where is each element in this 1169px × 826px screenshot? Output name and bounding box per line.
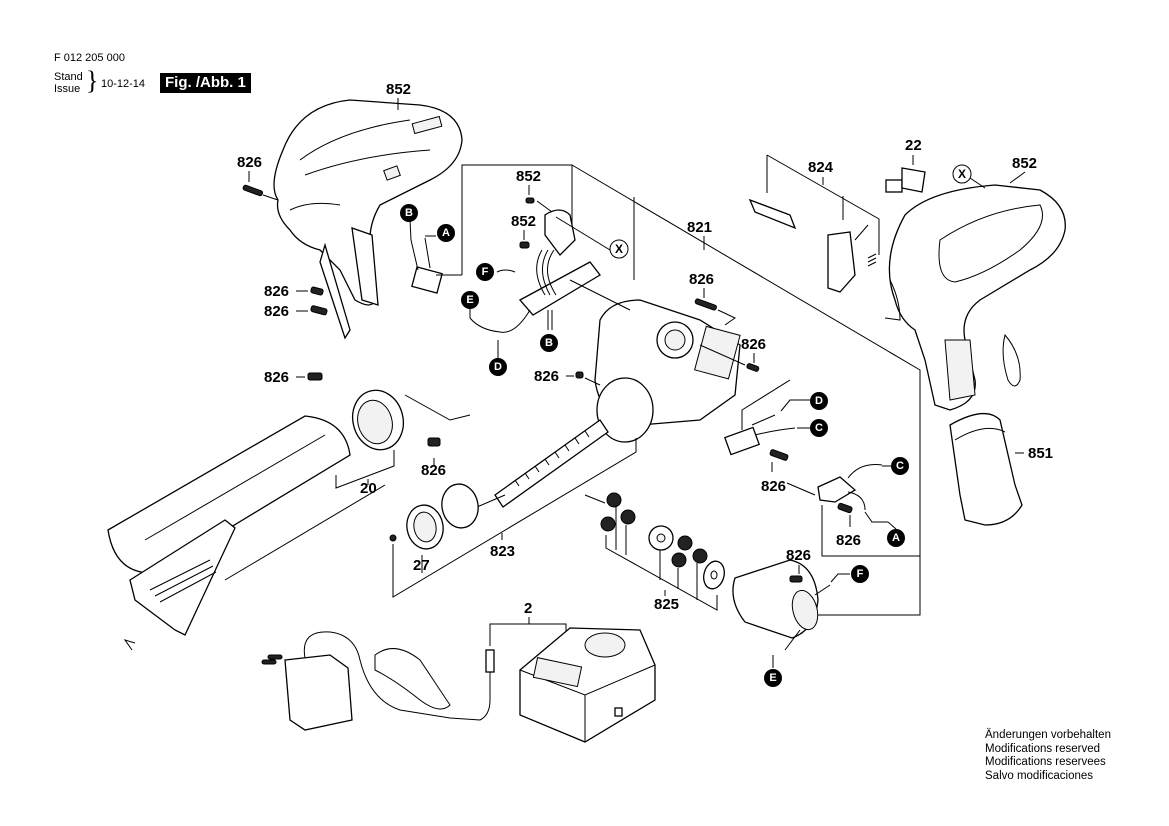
screw-icon [789,575,803,583]
svg-text:F: F [482,266,489,278]
screw-icon [837,502,853,514]
wrist-strap-part [1002,333,1021,387]
circuit-board-part[interactable] [469,209,601,333]
nut-icon [389,534,397,542]
notice-line-es: Salvo modificaciones [985,769,1094,782]
screw-icon [769,449,789,461]
svg-text:B: B [545,337,553,349]
svg-text:C: C [896,460,904,472]
connector-x-right: X [952,164,972,184]
screw-icon [307,372,323,381]
connector-e-right: E [764,669,782,687]
direction-switch-part[interactable] [817,464,883,511]
gearbox-part[interactable] [569,279,741,443]
planetary-gear-set-part[interactable] [600,492,727,591]
connector-c-upper: C [810,419,828,437]
left-housing-part[interactable] [273,99,463,340]
motor-part[interactable] [732,559,831,651]
switch-actuator-part[interactable] [748,198,877,293]
svg-text:B: B [405,207,413,219]
label-826-gearbox-top: 826 [689,271,714,288]
screw-icon [746,363,760,372]
connector-a-right: A [887,529,905,547]
screw-icon [575,371,584,379]
label-825-gears: 825 [654,596,679,613]
label-826-motor: 826 [786,547,811,564]
charging-station-part[interactable] [519,627,656,743]
svg-text:F: F [857,568,864,580]
clip-part[interactable] [885,167,926,193]
label-821-bracket: 821 [687,219,712,236]
screw-icon [694,298,717,311]
connector-c-lower: C [891,457,909,475]
connector-b-left: B [400,204,418,222]
micro-switch-part[interactable] [723,414,796,456]
label-851-battery: 851 [1028,445,1053,462]
label-826-tube-right: 826 [421,462,446,479]
connector-f-left: F [476,263,494,281]
label-826-left-2: 826 [264,303,289,320]
svg-text:X: X [615,242,623,256]
connector-x-center: X [609,239,629,259]
right-housing-part[interactable] [884,184,1066,411]
notice-line-de: Änderungen vorbehalten [985,729,1111,741]
connector-d-left: D [489,358,507,376]
modifications-notice: Änderungen vorbehalten Modifications res… [985,729,1111,783]
connector-e-left: E [461,291,479,309]
svg-text:A: A [892,532,900,544]
label-826-gearbox-left: 826 [534,368,559,385]
notice-line-fr: Modifications reservees [985,756,1106,768]
connector-f-right: F [851,565,869,583]
battery-pack-part[interactable] [949,413,1023,526]
issue-date: 10-12-14 [101,78,146,90]
screw-icon [310,305,328,316]
svg-text:X: X [958,167,966,181]
figure-label: Fig. /Abb. 1 [160,73,251,93]
part-number: F 012 205 000 [54,52,125,64]
label-826-switch: 826 [761,478,786,495]
terminal-block-part[interactable] [410,237,443,294]
issue-label: Issue [54,83,81,95]
label-27-piston: 27 [413,557,430,574]
brace-symbol: } [86,66,99,95]
label-826-left-1: 826 [264,283,289,300]
push-plate-part[interactable] [438,481,481,531]
svg-text:E: E [769,672,776,684]
label-824-switch: 824 [808,159,834,176]
label-2-charger: 2 [524,600,532,617]
power-adapter-part[interactable] [261,631,495,731]
label-852-screw-b: 852 [511,213,536,230]
connector-d-right: D [810,392,828,410]
screw-icon [427,437,441,447]
label-852-right-housing: 852 [1012,155,1037,172]
connector-a-left: A [437,224,455,242]
screw-icon [525,197,535,204]
screw-icon [519,241,530,249]
label-826-top-left: 826 [237,154,262,171]
rack-part[interactable] [469,419,609,511]
svg-text:A: A [442,227,450,239]
screw-icon [242,184,264,197]
notice-line-en: Modifications reserved [985,742,1101,755]
stand-label: Stand [54,71,83,83]
svg-text:C: C [815,422,823,434]
svg-text:D: D [494,361,502,373]
svg-text:E: E [466,294,473,306]
label-826-switch-2: 826 [836,532,861,549]
label-852-left-housing: 852 [386,81,411,98]
label-823-rack-assembly: 823 [490,543,515,560]
label-826-tube-left: 826 [264,369,289,386]
cartridge-tube-part[interactable] [107,415,351,636]
label-852-screw-a: 852 [516,168,541,185]
screw-icon [310,286,324,296]
label-22-clip: 22 [905,137,922,154]
connector-b-center: B [540,334,558,352]
svg-text:D: D [815,395,823,407]
stand-issue-label: Stand Issue [54,71,83,95]
label-826-gearbox-right: 826 [741,336,766,353]
